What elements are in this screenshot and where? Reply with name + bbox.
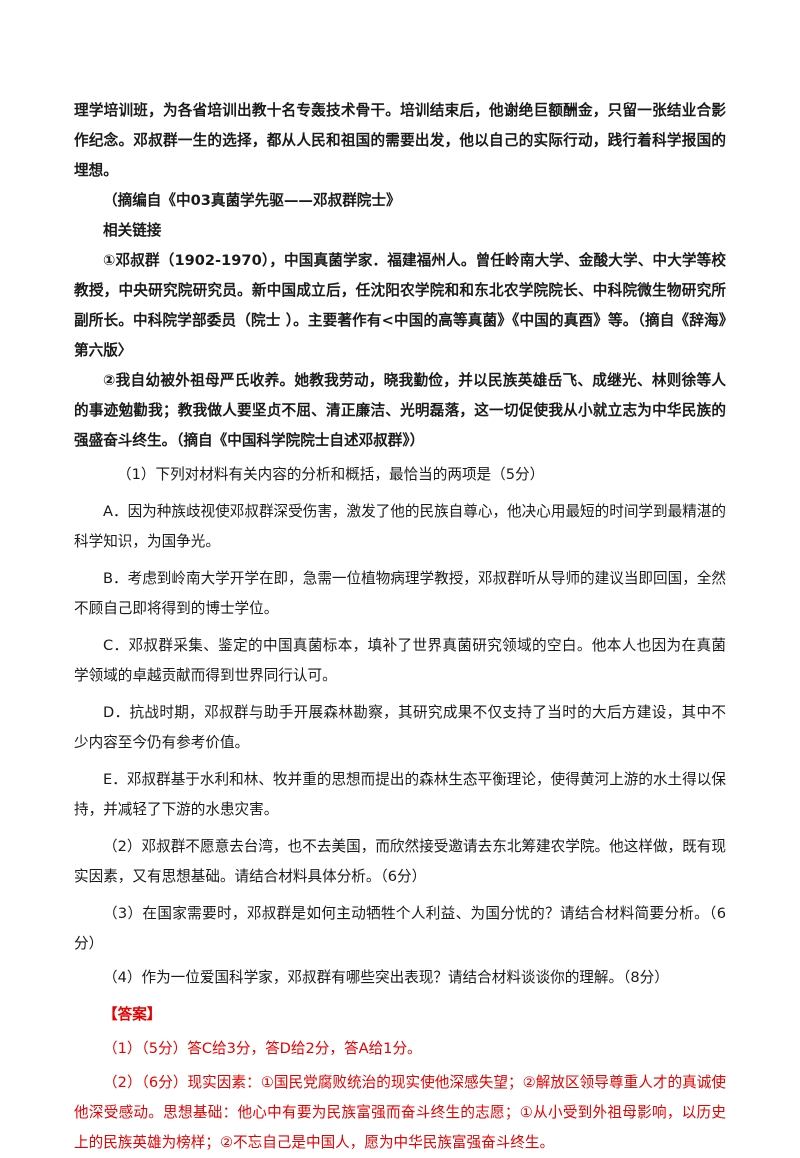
question-1-option-a: A．因为种族歧视使邓叔群深受伤害，激发了他的民族自尊心，他决心用最短的时间学到最… [74,503,726,550]
question-4: （4）作为一位爱国科学家，邓叔群有哪些突出表现？请结合材料谈谈你的理解。（8分） [103,969,669,986]
question-1-option-d: D．抗战时期，邓叔群与助手开展森林勘察，其研究成果不仅支持了当时的大后方建设，其… [74,704,726,751]
related-link-2: ②我自幼被外祖母严氏收养。她教我劳动，晓我勤俭，并以民族英雄岳飞、成继光、林则徐… [74,372,726,449]
related-link-1: ①邓叔群（1902-1970），中国真菌学家．福建福州人。曾任岭南大学、金酸大学… [74,252,726,359]
question-1-option-b: B．考虑到岭南大学开学在即，急需一位植物病理学教授，邓叔群听从导师的建议当即回国… [74,570,726,617]
material-paragraph-continued: 理学培训班，为各省培训出教十名专轰技术骨干。培训结束后，他谢绝巨额酬金，只留一张… [74,102,726,179]
answer-heading: 【答案】 [103,1006,162,1023]
source-citation: （摘编自《中03真菌学先驱——邓叔群院士》 [103,192,401,209]
related-links-heading: 相关链接 [103,222,162,239]
question-1-option-c: C．邓叔群采集、鉴定的中国真菌标本，填补了世界真菌研究领域的空白。他本人也因为在… [74,637,726,684]
answer-2: （2）（6分）现实因素：①国民党腐败统治的现实使他深感失望；②解放区领导尊重人才… [74,1074,726,1151]
answer-1: （1）（5分）答C给3分，答D给2分，答A给1分。 [103,1040,422,1057]
document-page: 理学培训班，为各省培训出教十名专轰技术骨干。培训结束后，他谢绝巨额酬金，只留一张… [74,102,726,1151]
question-3: （3）在国家需要时，邓叔群是如何主动牺牲个人利益、为国分忧的？请结合材料简要分析… [74,905,726,952]
page-content: 理学培训班，为各省培训出教十名专轰技术骨干。培训结束后，他谢绝巨额酬金，只留一张… [74,96,726,1158]
question-2: （2）邓叔群不愿意去台湾，也不去美国，而欣然接受邀请去东北筹建农学院。他这样做，… [74,838,726,885]
question-1-option-e: E．邓叔群基于水利和林、牧并重的思想而提出的森林生态平衡理论，使得黄河上游的水土… [74,771,726,818]
question-1-stem: （1）下列对材料有关内容的分析和概括，最恰当的两项是（5分） [117,466,545,483]
